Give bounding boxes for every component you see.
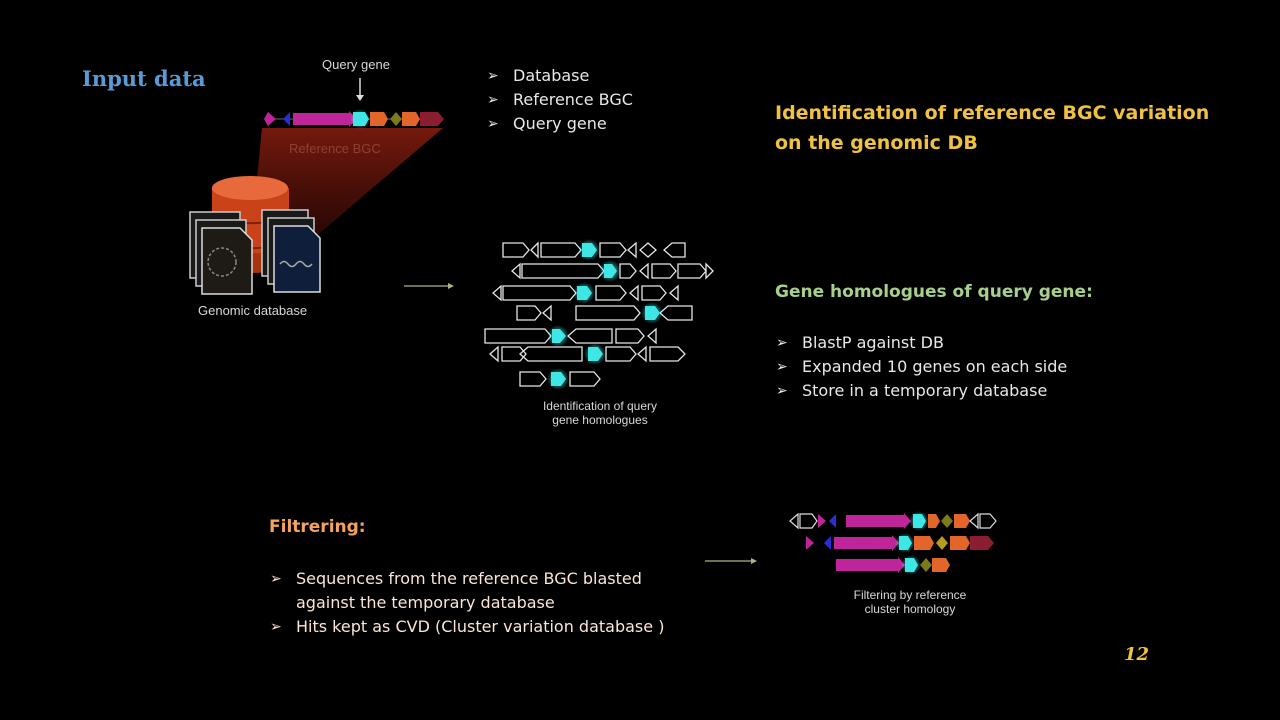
filtering-bullet-hits: Hits kept as CVD (Cluster variation data… [270,615,690,639]
gbk-file-icon [261,209,321,293]
page-number: 12 [1124,644,1150,665]
homologue-gene-field [484,241,714,387]
input-bullet-database: Database [487,64,633,88]
homologues-heading: Gene homologues of query gene: [775,282,1093,302]
filtering-caption-line2: cluster homology [864,602,956,616]
homologues-bullet-list: BlastP against DB Expanded 10 genes on e… [776,331,1067,403]
section-title-input-data: Input data [82,66,206,91]
arrow-right-icon [404,283,454,289]
identification-heading: Identification of reference BGC variatio… [775,102,1210,154]
genomic-database-label: Genomic database [198,303,308,318]
filtering-heading: Filtrering: [269,517,366,537]
homologues-bullet-blastp: BlastP against DB [776,331,1067,355]
reference-bgc-label: Reference BGC [289,141,381,156]
homologues-caption: Identification of query gene homologues [520,399,680,427]
input-bullet-query-gene: Query gene [487,112,633,136]
filtering-caption: Filtering by reference cluster homology [830,588,990,616]
input-bullet-list: Database Reference BGC Query gene [487,64,633,136]
filtered-cluster-track-2 [806,533,994,553]
query-gene-homologue-highlights [547,239,663,390]
filtering-bullet-list: Sequences from the reference BGC blasted… [270,567,690,639]
filtering-caption-line1: Filtering by reference [853,588,967,602]
filtered-cluster-track-3 [836,555,950,575]
input-bullet-reference-bgc: Reference BGC [487,88,633,112]
reference-bgc-track [264,109,444,129]
query-gene-label: Query gene [322,57,390,72]
down-arrow-icon [356,78,364,101]
arrow-right-icon [705,558,757,564]
homologues-caption-line2: gene homologues [552,413,648,427]
database-cylinder-icon [211,176,290,273]
homologues-bullet-store: Store in a temporary database [776,379,1067,403]
filtered-cluster-track-1 [789,511,997,531]
homologues-bullet-expanded: Expanded 10 genes on each side [776,355,1067,379]
filtering-bullet-sequences: Sequences from the reference BGC blasted… [270,567,690,615]
homologues-caption-line1: Identification of query [542,399,658,413]
gbk-file-icon [189,211,253,295]
